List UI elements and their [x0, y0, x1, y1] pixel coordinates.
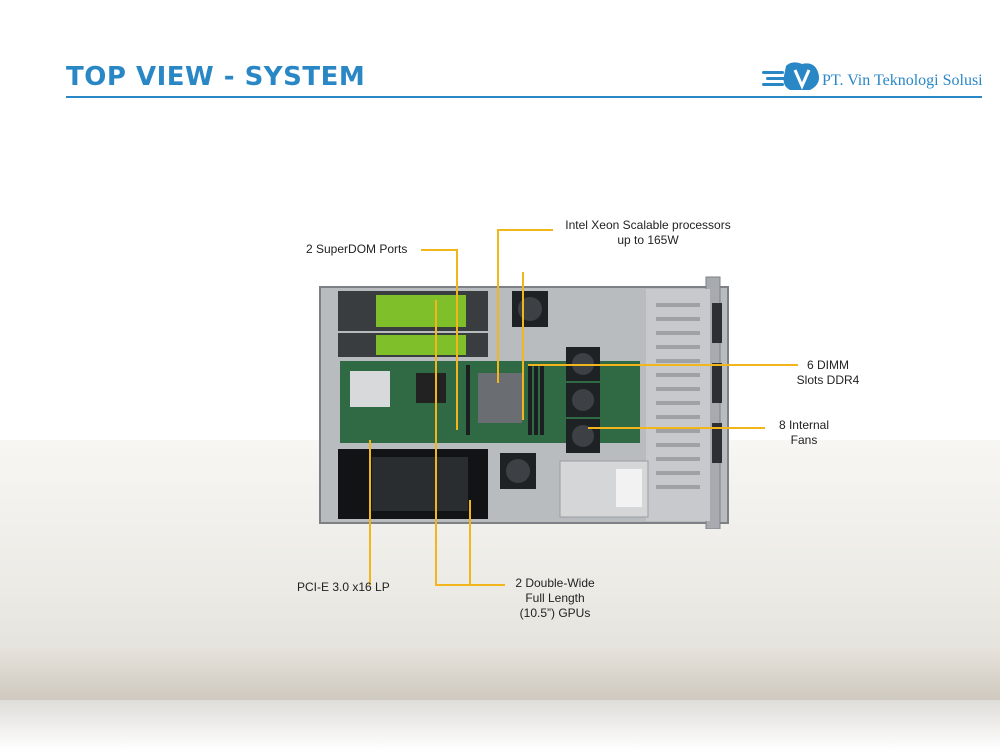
callout-dimm: 6 DIMM Slots DDR4 — [796, 358, 860, 387]
shelf-edge — [0, 648, 1000, 700]
callout-pcie: PCI-E 3.0 x16 LP — [297, 580, 390, 594]
callout-fans: 8 Internal Fans — [778, 418, 830, 447]
page-title: TOP VIEW - SYSTEM — [66, 62, 366, 92]
company-logo-icon — [762, 62, 819, 90]
shelf-shadow — [0, 700, 1000, 750]
company-name: PT. Vin Teknologi Solusi — [822, 72, 983, 89]
callout-gpus: 2 Double-Wide Full Length (10.5”) GPUs — [515, 576, 595, 620]
server-top-view-image — [319, 276, 729, 529]
callout-processors: Intel Xeon Scalable processors up to 165… — [565, 218, 731, 247]
title-underline — [66, 96, 982, 98]
callout-superdom: 2 SuperDOM Ports — [306, 242, 408, 256]
